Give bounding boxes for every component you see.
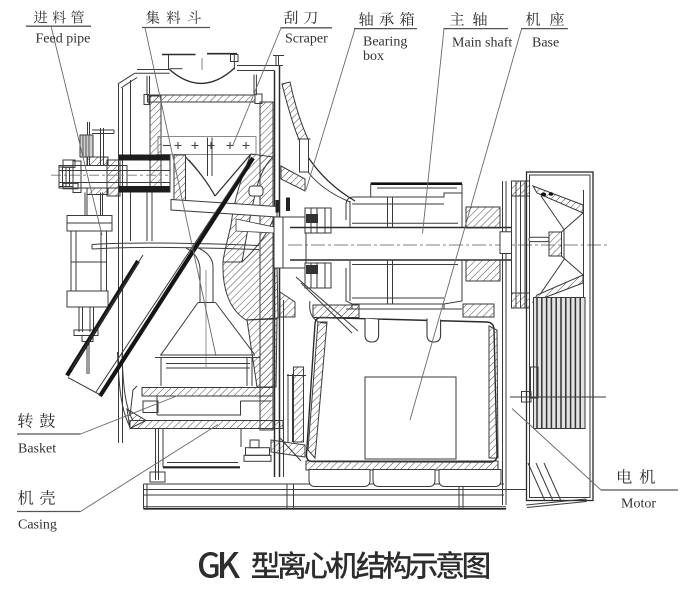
svg-text:Feed pipe: Feed pipe: [36, 32, 91, 47]
svg-text:box: box: [363, 49, 384, 64]
svg-text:Main shaft: Main shaft: [452, 36, 512, 51]
svg-text:Motor: Motor: [621, 497, 656, 512]
svg-text:Basket: Basket: [18, 442, 56, 457]
svg-text:Bearing: Bearing: [363, 35, 407, 50]
svg-text:Base: Base: [532, 36, 559, 51]
svg-text:Scraper: Scraper: [285, 32, 328, 47]
svg-text:Casing: Casing: [18, 518, 57, 533]
